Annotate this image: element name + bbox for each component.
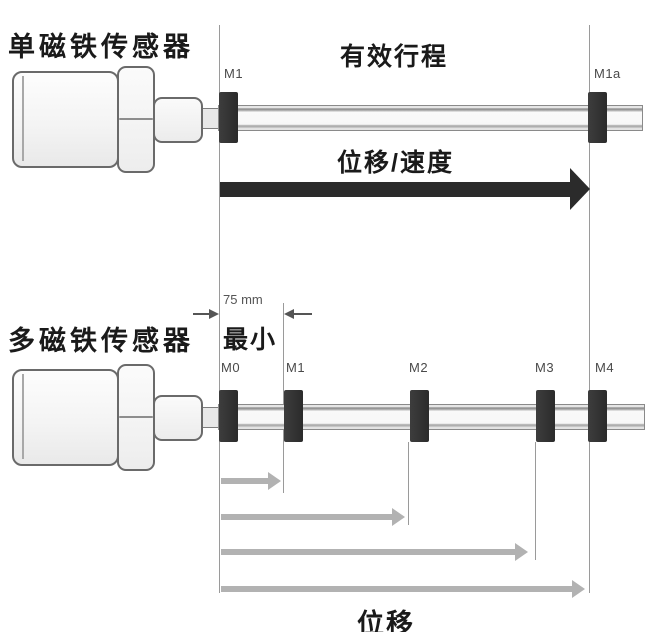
magnet-m0-label: M0 — [221, 360, 241, 375]
magnet-m3-drop-line — [535, 442, 536, 560]
dimension-arrow-right-tail — [294, 313, 312, 315]
magnet-m4 — [588, 390, 607, 442]
displacement-label: 位移 — [357, 609, 415, 632]
min-distance-value: 75 mm — [223, 292, 263, 307]
dimension-arrow-left-tail — [193, 313, 211, 315]
probe-rod-top — [218, 105, 643, 131]
displacement-arrow-3-head — [515, 543, 528, 561]
sensor-stub-top — [201, 108, 219, 129]
displacement-speed-label: 位移/速度 — [337, 149, 454, 177]
min-distance-label: 最小 — [223, 326, 278, 354]
magnet-m2-drop-line — [408, 442, 409, 525]
displacement-arrow-4-head — [572, 580, 585, 598]
min-distance-extension-line — [283, 303, 284, 493]
left-reference-line — [219, 25, 220, 593]
displacement-arrow-2-body — [221, 514, 392, 520]
probe-rod-bottom — [218, 404, 645, 430]
magnet-m3 — [536, 390, 555, 442]
displacement-arrow-1-body — [221, 478, 268, 484]
magnet-m2-label: M2 — [409, 360, 429, 375]
effective-stroke-label: 有效行程 — [340, 43, 449, 71]
magnet-m1a-label: M1a — [594, 66, 621, 81]
sensor-hex-seam-top — [119, 118, 153, 120]
magnet-m1-bottom-label: M1 — [286, 360, 306, 375]
magnet-m1-label: M1 — [224, 66, 244, 81]
displacement-arrow-4-body — [221, 586, 572, 592]
magnet-m0 — [219, 390, 238, 442]
magnet-m1-top — [219, 92, 238, 143]
single-sensor-title: 单磁铁传感器 — [8, 32, 194, 62]
sensor-housing-top — [12, 71, 119, 168]
right-reference-line — [589, 25, 590, 593]
magnet-m4-label: M4 — [595, 360, 615, 375]
magnet-m1-bottom — [284, 390, 303, 442]
sensor-housing-top-ridge — [22, 76, 24, 161]
displacement-arrow-2-head — [392, 508, 405, 526]
displacement-speed-arrow-head — [570, 168, 590, 210]
magnet-m3-label: M3 — [535, 360, 555, 375]
sensor-housing-bottom — [12, 369, 119, 466]
sensor-housing-bottom-ridge — [22, 374, 24, 459]
sensor-stub-bottom — [201, 407, 219, 428]
displacement-arrow-3-body — [221, 549, 515, 555]
magnet-m2 — [410, 390, 429, 442]
dimension-arrow-right-head — [284, 309, 294, 319]
magnet-m1a-top — [588, 92, 607, 143]
displacement-speed-arrow-body — [220, 182, 571, 197]
multi-sensor-title: 多磁铁传感器 — [8, 326, 194, 356]
dimension-arrow-left-head — [209, 309, 219, 319]
sensor-nipple-top — [153, 97, 203, 143]
sensor-nipple-bottom — [153, 395, 203, 441]
displacement-arrow-1-head — [268, 472, 281, 490]
sensor-hex-seam-bottom — [119, 416, 153, 418]
